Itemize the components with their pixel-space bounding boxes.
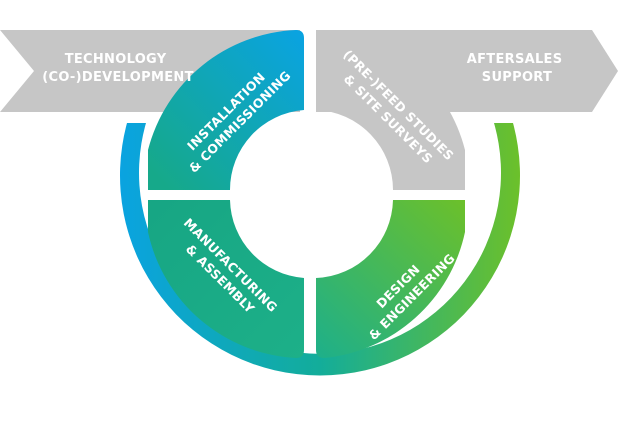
- right-banner-label: AFTERSALES SUPPORT: [467, 52, 567, 85]
- quadrant-feed-studies: [316, 30, 465, 190]
- project-management-text: PROJECT MANAGEMENT: [246, 374, 393, 399]
- quadrant-manufacturing: [148, 200, 304, 358]
- left-banner-line-1: TECHNOLOGY: [65, 52, 167, 67]
- project-management-label: PROJECT MANAGEMENT: [246, 374, 394, 399]
- right-banner-line-2: SUPPORT: [482, 70, 552, 85]
- left-banner-label: TECHNOLOGY (CO-)DEVELOPMENT: [42, 52, 194, 85]
- left-banner-line-2: (CO-)DEVELOPMENT: [42, 70, 194, 85]
- right-banner-line-1: AFTERSALES: [467, 52, 563, 67]
- quadrant-installation: [148, 30, 304, 190]
- quadrant-design: [316, 200, 465, 358]
